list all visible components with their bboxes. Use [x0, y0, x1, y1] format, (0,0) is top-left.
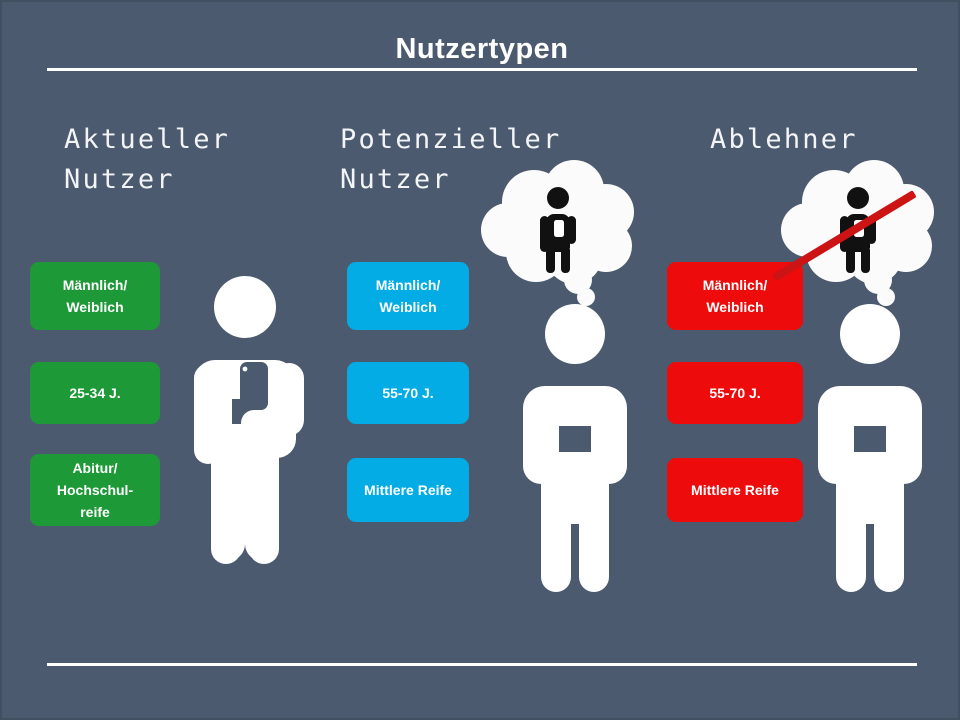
column-heading-aktueller-nutzer: Aktueller Nutzer — [64, 124, 231, 195]
attribute-box-age-potential[interactable]: 55-70 J. — [347, 362, 469, 424]
column-heading-potenzieller-nutzer: Potenzieller Nutzer — [340, 124, 562, 195]
title-divider-top — [47, 68, 917, 71]
footer-divider-bottom — [47, 663, 917, 666]
attribute-box-gender-current[interactable]: Männlich/ Weiblich — [30, 262, 160, 330]
attribute-box-education-potential[interactable]: Mittlere Reife — [347, 458, 469, 522]
person-with-smartphone-icon-current — [194, 276, 304, 564]
page-title: Nutzertypen — [395, 33, 569, 65]
thought-bubble-rejector — [781, 160, 934, 306]
attribute-box-age-rejector[interactable]: 55-70 J. — [667, 362, 803, 424]
column-heading-ablehner: Ablehner — [710, 124, 858, 155]
person-standing-icon-rejector — [818, 304, 922, 592]
thought-bubble-potential — [481, 160, 634, 306]
attribute-box-gender-potential[interactable]: Männlich/ Weiblich — [347, 262, 469, 330]
attribute-box-education-current[interactable]: Abitur/ Hochschul- reife — [30, 454, 160, 526]
attribute-box-age-current[interactable]: 25-34 J. — [30, 362, 160, 424]
attribute-box-education-rejector[interactable]: Mittlere Reife — [667, 458, 803, 522]
person-standing-icon-potential — [523, 304, 627, 592]
